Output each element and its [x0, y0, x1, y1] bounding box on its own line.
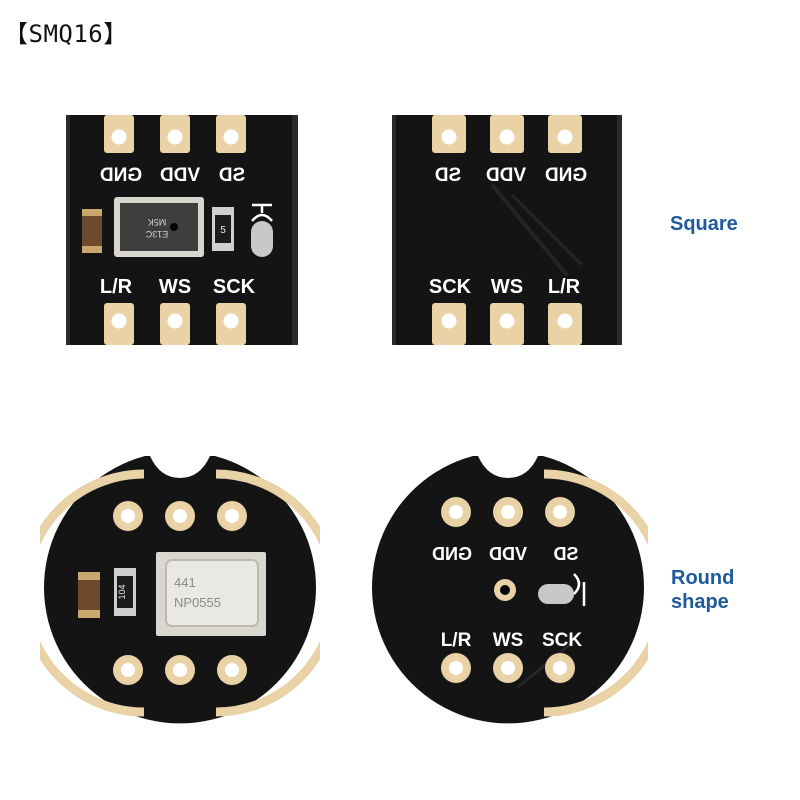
pin-label-lr: L/R — [548, 276, 581, 298]
pin-label-sd: SD — [219, 165, 245, 186]
pin-label-lr: L/R — [441, 630, 472, 651]
microphone-chip: 441 NP0555 — [156, 552, 266, 636]
microphone-symbol-icon — [251, 203, 273, 222]
pin-label-sd: SD — [435, 165, 461, 186]
microphone-symbol-icon — [573, 573, 586, 606]
resistor-component: 5 — [212, 207, 234, 251]
pin-label-sck: SCK — [542, 630, 582, 651]
bottom-pads — [441, 653, 575, 683]
pin-label-ws: WS — [159, 276, 191, 298]
pin-label-sd: SD — [553, 544, 578, 564]
product-tag: 【SMQ16】 — [4, 20, 128, 48]
caption-square: Square — [670, 213, 738, 235]
microphone-chip: E13C M5K — [114, 197, 204, 257]
svg-text:E13C: E13C — [145, 229, 168, 239]
round-board-front: 104 441 NP0555 — [40, 456, 320, 724]
capacitor-component — [82, 209, 102, 253]
round-board-back: SD VDD GND L/R WS SCK — [372, 456, 648, 724]
bottom-pads — [113, 655, 247, 685]
pin-label-gnd: GND — [545, 165, 587, 186]
pin-label-vdd: VDD — [489, 544, 527, 564]
pin-label-vdd: VDD — [486, 165, 526, 186]
capacitor-component — [78, 572, 100, 618]
resistor-component: 104 — [114, 568, 136, 616]
pin-label-sck: SCK — [213, 276, 256, 298]
pin-label-ws: WS — [493, 630, 524, 651]
pin-label-sck: SCK — [429, 276, 472, 298]
pin-label-vdd: VDD — [160, 165, 200, 186]
svg-text:M5K: M5K — [148, 217, 167, 227]
svg-text:5: 5 — [220, 225, 226, 236]
top-pads — [441, 497, 575, 527]
svg-text:NP0555: NP0555 — [174, 595, 221, 610]
pin-label-lr: L/R — [100, 276, 133, 298]
pin-label-ws: WS — [491, 276, 523, 298]
svg-text:441: 441 — [174, 575, 196, 590]
pin-label-gnd: GND — [100, 165, 142, 186]
square-board-front: GND VDD SD L/R WS SCK E13C M5K 5 — [66, 115, 298, 345]
pin-label-gnd: GND — [432, 544, 472, 564]
square-board-back: SD VDD GND SCK WS L/R — [392, 115, 622, 345]
svg-text:104: 104 — [117, 584, 127, 599]
caption-round-line2: shape — [671, 591, 729, 613]
top-pads — [113, 501, 247, 531]
caption-round: Round shape — [671, 566, 734, 614]
caption-round-line1: Round — [671, 567, 735, 589]
